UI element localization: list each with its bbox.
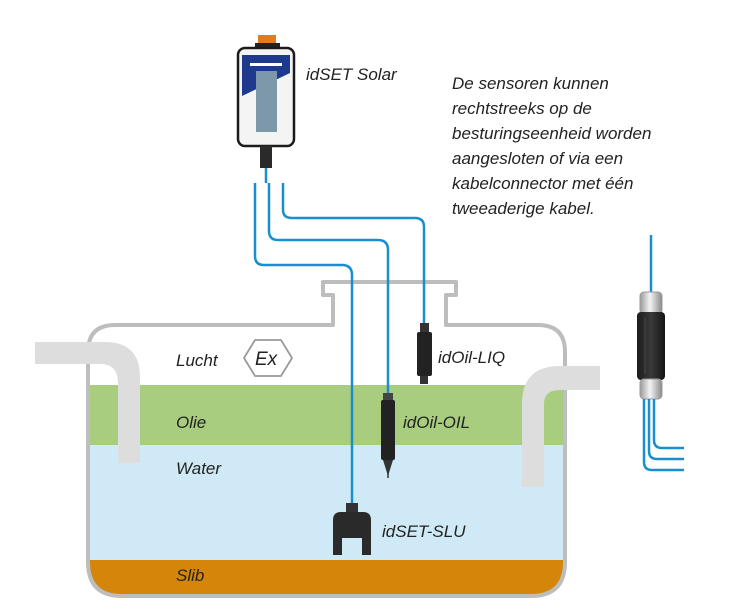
- svg-text:besturingseenheid worden: besturingseenheid worden: [452, 124, 651, 143]
- cable-to-liq: [281, 183, 426, 325]
- atex-ex-icon: Ex: [242, 339, 294, 377]
- inlet-pipe: [35, 342, 140, 463]
- layer-label-water: Water: [176, 459, 222, 478]
- tank-outline: [86, 280, 567, 598]
- tank-layers: [88, 282, 565, 596]
- svg-text:tweeaderige kabel.: tweeaderige kabel.: [452, 199, 595, 218]
- cable-to-oil: [267, 183, 390, 393]
- svg-text:aangesloten of via een: aangesloten of via een: [452, 149, 623, 168]
- svg-text:kabelconnector met één: kabelconnector met één: [452, 174, 633, 193]
- connector-top-cap: [639, 291, 663, 315]
- connector-body: [637, 312, 665, 380]
- sensor-idoil-liq: [417, 323, 432, 384]
- controller-cap: [258, 35, 276, 44]
- oil-layer: [88, 385, 565, 445]
- sensor-label-liq: idOil-LIQ: [438, 348, 505, 367]
- controller-label: idSET Solar: [306, 65, 398, 84]
- sensor-label-oil: idOil-OIL: [403, 413, 470, 432]
- svg-text:rechtstreeks op de: rechtstreeks op de: [452, 99, 592, 118]
- outlet-pipe: [522, 366, 600, 487]
- cable-to-slu: [253, 183, 354, 503]
- connector-cables-out: [642, 399, 684, 472]
- controller-cable-gland: [260, 146, 272, 168]
- water-layer: [88, 445, 565, 560]
- layer-label-oil: Olie: [176, 413, 206, 432]
- controller-stripe: [250, 63, 282, 66]
- svg-text:Ex: Ex: [255, 349, 279, 370]
- controller-display: [256, 71, 277, 132]
- sensor-cables: [253, 183, 426, 503]
- connector-bottom-cap: [639, 378, 663, 400]
- layer-label-sludge: Slib: [176, 566, 204, 585]
- air-layer: [88, 282, 565, 385]
- svg-text:De sensoren kunnen: De sensoren kunnen: [452, 74, 609, 93]
- layer-label-air: Lucht: [176, 351, 219, 370]
- sensor-label-slu: idSET-SLU: [382, 522, 466, 541]
- sensor-idset-slu: [333, 503, 371, 555]
- cable-connector: [637, 235, 684, 472]
- controller-device: [236, 35, 296, 183]
- description-text: De sensoren kunnen rechtstreeks op de be…: [452, 74, 651, 218]
- sensor-idoil-oil: [381, 393, 395, 478]
- sludge-layer: [88, 560, 565, 596]
